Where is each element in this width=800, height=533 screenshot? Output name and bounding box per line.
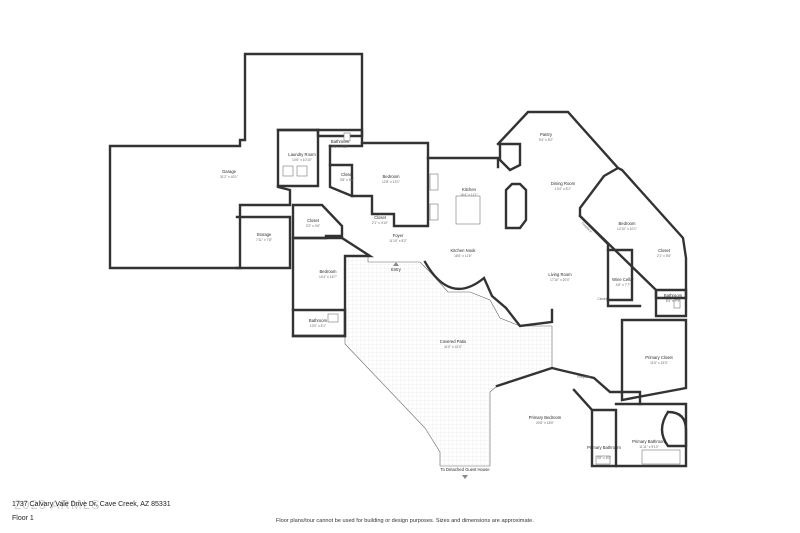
room-dim-covered-patio: 41'0" x 41'0" [444,345,463,349]
washer [282,165,294,177]
room-dim-bedroom-right: 12'10" x 10'1" [617,227,638,231]
room-label-kitchen: Kitchen [462,187,477,192]
room-label-closet-right: Closet [658,248,671,253]
garage-walls [108,52,364,270]
room-dim-living: 17'10" x 20'0" [550,278,571,282]
room-dim-bath-right: 8'4" x 7'1" [666,299,681,303]
room-label-foyer: Foyer [393,233,404,238]
room-label-closet-small: Closet [374,215,387,220]
room-dim-primary-bath-small: 3'8" x 6'0" [597,456,612,460]
dryer [296,165,308,177]
room-dim-foyer: 11'10" x 8'2" [389,239,408,243]
room-dim-primary-bedroom: 20'8" x 18'0" [536,421,555,425]
primary-bath-walls [590,402,642,468]
room-dim-laundry: 10'6" x 10'10" [292,158,313,162]
room-dim-closet-mid: 3'3" x 4'6" [306,224,321,228]
primary-closet-walls [620,318,688,402]
room-label-living: Living Room [548,272,572,277]
room-dim-dining: 13'4" x 8'1" [555,187,572,191]
room-label-dining: Dining Room [551,181,576,186]
laundry-walls [276,128,320,188]
room-dim-primary-closet: 11'5" x 15'3" [650,361,669,365]
disclaimer-text: Floor plans/tour cannot be used for buil… [276,518,534,524]
fireplace-label-bedroom: Fireplace [577,375,591,379]
bath-left-walls [291,308,347,338]
room-dim-wine: 4'8" x 7'7" [616,283,631,287]
vanity [595,455,611,465]
room-label-bath-left: Bathroom [309,318,328,323]
room-dim-closet-top: 3'8" x 5'6" [340,178,355,182]
room-label-bedroom-right: Bedroom [619,221,637,226]
toilet-right [673,299,681,309]
room-label-bedroom-left: Bedroom [320,269,338,274]
room-dim-storage: 7'11" x 7'8" [256,238,273,242]
room-dim-kitchen: 16'4" x 11'1" [460,193,479,197]
room-label-bath-right: Bathroom [664,293,683,298]
storage-walls [235,215,292,270]
room-dim-bedroom-left: 14'4" x 15'7" [319,275,338,279]
bath-top-walls [316,128,364,148]
kitchen-top-walls [426,156,500,169]
room-label-laundry: Laundry Room [288,152,316,157]
primary-suite-walls [495,366,688,468]
floor-label: Floor 1 [12,515,34,522]
toilet-top [343,132,351,142]
right-bath-walls [654,288,688,318]
room-label-wine: Wine Cellar [612,277,634,282]
closet-label-living: Closet [597,297,606,301]
closet-top-walls [328,163,354,198]
room-dim-bath-top: 7'0" x 4'10" [332,145,349,149]
room-dim-bedroom-top: 12'8" x 13'1" [382,180,401,184]
room-dim-garage: 31'2" x 40'1" [220,175,239,179]
room-dim-bath-left: 10'0" x 5'1" [310,324,327,328]
room-label-primary-bedroom: Primary Bedroom [529,415,562,420]
room-label-bath-top: Bathroom [331,139,350,144]
room-label-kitchen-nook: Kitchen Nook [451,248,477,253]
entry-label: Entry [391,267,402,272]
room-label-primary-bath-small: Primary Bathroom [587,445,621,450]
sink-left-bath [327,313,339,323]
room-dim-pantry: 5'4" x 8'2" [539,138,554,142]
address-text: 1737 Calvary Vale Drive Dr, Cave Creek, … [12,501,171,508]
guest-house-arrow-icon [462,475,468,479]
room-label-covered-patio: Covered Patio [440,339,467,344]
kitchen-counter-island [455,195,481,225]
entry-curve [423,260,554,328]
room-dim-closet-right: 2'1" x 5'6" [657,254,672,258]
guest-house-label: To Detached Guest House [440,467,490,472]
tub-curve [660,410,688,448]
watermark: 2023 ARMLS [14,497,101,512]
room-label-garage: Garage [222,169,237,174]
room-label-storage: Storage [257,232,272,237]
bathtub [641,449,681,465]
kitchen-island [504,182,528,230]
wine-walls [606,248,634,302]
pantry-walls [498,142,522,172]
fridge [429,203,439,221]
entry-arrow-icon [393,262,399,266]
room-label-primary-closet: Primary Closet [645,355,673,360]
room-label-pantry: Pantry [540,132,553,137]
room-dim-closet-small: 2'1" x 4'10" [372,221,389,225]
room-dim-kitchen-nook: 18'6" x 11'6" [454,254,473,258]
range [429,173,439,191]
living-walls [578,214,642,308]
east-wing-walls [496,110,688,300]
room-label-closet-top: Closet [341,172,354,177]
room-label-primary-bath: Primary Bathroom [632,439,666,444]
room-label-bedroom-top: Bedroom [383,174,401,179]
room-dim-primary-bath: 11'11" x 9'10" [639,445,659,449]
bedroom-top-walls [328,141,430,228]
room-label-closet-mid: Closet [307,218,320,223]
